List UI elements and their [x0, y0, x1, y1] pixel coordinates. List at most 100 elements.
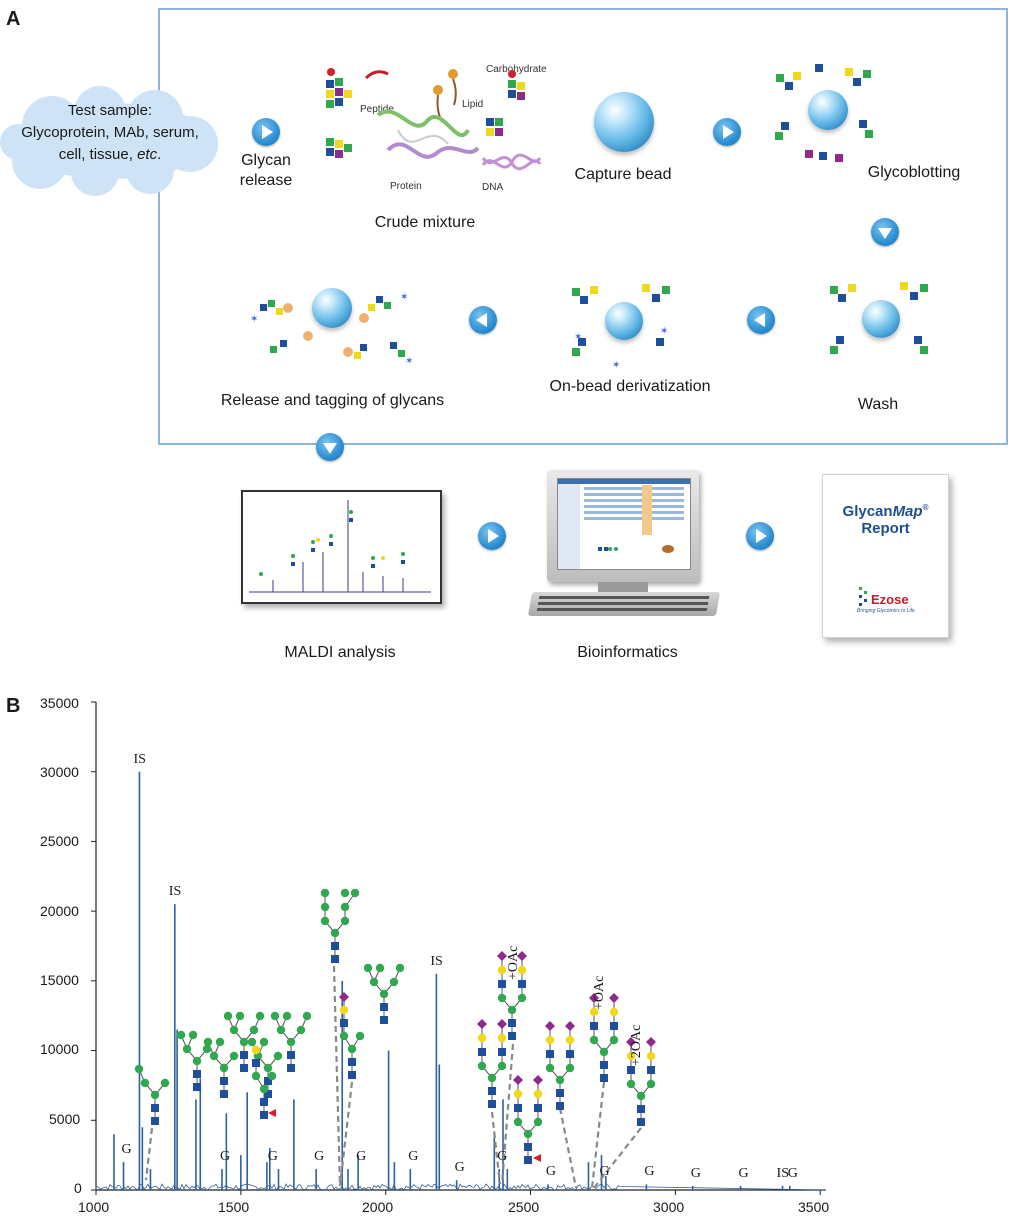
mannose-symbol: [350, 888, 360, 898]
glycoblotting-illustration: [775, 62, 875, 177]
mannose-symbol: [286, 1037, 296, 1047]
glcnac-symbol: [600, 1061, 608, 1069]
sialic-acid-symbol: [513, 1075, 523, 1085]
workflow-frame: [158, 8, 1008, 445]
glcnac-symbol: [193, 1070, 201, 1078]
mannose-symbol: [209, 1051, 219, 1061]
y-tick-label: 15000: [40, 972, 79, 988]
panel-b-letter: B: [6, 695, 21, 717]
glycan-leader-line: [338, 1081, 354, 1187]
mannose-symbol: [282, 1011, 292, 1021]
mannose-symbol: [273, 1051, 283, 1061]
arrow-right-icon: [252, 118, 280, 146]
galactose-symbol: [533, 1089, 543, 1099]
galactose-symbol: [646, 1051, 656, 1061]
glcnac-symbol: [151, 1117, 159, 1125]
mannose-symbol: [646, 1079, 656, 1089]
bioinformatics-screen: [557, 478, 691, 570]
g-peak-label: G: [121, 1142, 132, 1158]
galactose-symbol: [251, 1045, 261, 1055]
mannose-symbol: [395, 963, 405, 973]
mannose-symbol: [347, 1044, 357, 1054]
g-peak-label: G: [454, 1160, 465, 1176]
glcnac-symbol: [556, 1102, 564, 1110]
peptide-label: Peptide: [360, 104, 394, 115]
glcnac-symbol: [220, 1090, 228, 1098]
mannose-symbol: [134, 1064, 144, 1074]
arrow-right-icon: [478, 522, 506, 550]
mannose-symbol: [320, 902, 330, 912]
is-peak-label: IS: [430, 953, 443, 969]
mannose-symbol: [140, 1078, 150, 1088]
glcnac-symbol: [287, 1051, 295, 1059]
y-tick-label: 20000: [40, 903, 79, 919]
svg-text:✶: ✶: [660, 326, 668, 337]
mannose-symbol: [487, 1073, 497, 1083]
glcnac-symbol: [498, 1048, 506, 1056]
mannose-symbol: [320, 916, 330, 926]
is-peak-label: IS: [168, 884, 182, 900]
mannose-symbol: [389, 977, 399, 987]
g-peak-label: G: [644, 1164, 655, 1180]
x-tick-label: 2500: [508, 1199, 540, 1215]
arrow-left-icon: [469, 306, 497, 334]
mannose-symbol: [176, 1030, 186, 1040]
maldi-spectrum-thumbnail: [241, 490, 442, 604]
glcnac-symbol: [534, 1104, 542, 1112]
glcnac-symbol: [348, 1058, 356, 1066]
glcnac-symbol: [240, 1051, 248, 1059]
svg-text:✶: ✶: [612, 360, 620, 371]
glcnac-symbol: [514, 1104, 522, 1112]
cloud-line-2: Glycoprotein, MAb, serum,: [21, 124, 199, 141]
galactose-symbol: [626, 1051, 636, 1061]
g-peak-label: G: [356, 1149, 367, 1165]
glcnac-symbol: [488, 1100, 496, 1108]
galactose-symbol: [339, 1005, 349, 1015]
sialic-acid-symbol: [545, 1021, 555, 1031]
arrow-left-icon: [747, 306, 775, 334]
mannose-symbol: [255, 1011, 265, 1021]
glcnac-symbol: [264, 1090, 272, 1098]
glcnac-symbol: [488, 1087, 496, 1095]
sialic-acid-symbol: [589, 993, 599, 1003]
x-tick-label: 1000: [78, 1199, 110, 1215]
mannose-symbol: [545, 1063, 555, 1073]
glcnac-symbol: [193, 1083, 201, 1091]
glcnac-symbol: [637, 1118, 645, 1126]
mannose-symbol: [302, 1011, 312, 1021]
capture-bead: [594, 92, 654, 152]
x-tick-label: 3500: [798, 1199, 830, 1215]
report-title: GlycanMap® Report: [842, 503, 929, 537]
arrow-right-icon: [746, 522, 774, 550]
sialic-acid-symbol: [626, 1037, 636, 1047]
oac-annotation: +OAc: [592, 975, 607, 1010]
galactose-symbol: [477, 1033, 487, 1043]
monitor-stand: [598, 582, 648, 592]
wash-bead: [862, 300, 900, 338]
glycan-leader-line: [558, 1107, 578, 1189]
galactose-symbol: [497, 965, 507, 975]
glcnac-symbol: [260, 1098, 268, 1106]
glcnac-symbol: [556, 1089, 564, 1097]
glcnac-symbol: [518, 980, 526, 988]
glcnac-symbol: [331, 942, 339, 950]
mannose-symbol: [203, 1037, 213, 1047]
sialic-acid-symbol: [565, 1021, 575, 1031]
y-tick-label: 25000: [40, 833, 79, 849]
mannose-symbol: [150, 1090, 160, 1100]
glcnac-symbol: [264, 1077, 272, 1085]
mass-spectrum-plot: [91, 701, 827, 1195]
mannose-symbol: [626, 1079, 636, 1089]
mannose-symbol: [339, 1031, 349, 1041]
galactose-symbol: [497, 1033, 507, 1043]
mannose-symbol: [565, 1063, 575, 1073]
mannose-symbol: [188, 1030, 198, 1040]
capture-bead-label: Capture bead: [574, 166, 672, 183]
lipid-label: Lipid: [462, 99, 484, 110]
mannose-symbol: [330, 928, 340, 938]
wash-label: Wash: [857, 396, 899, 413]
sialic-acid-symbol: [517, 951, 527, 961]
mannose-symbol: [270, 1011, 280, 1021]
mannose-symbol: [533, 1117, 543, 1127]
release-tagging-label: Release and tagging of glycans: [220, 392, 445, 409]
